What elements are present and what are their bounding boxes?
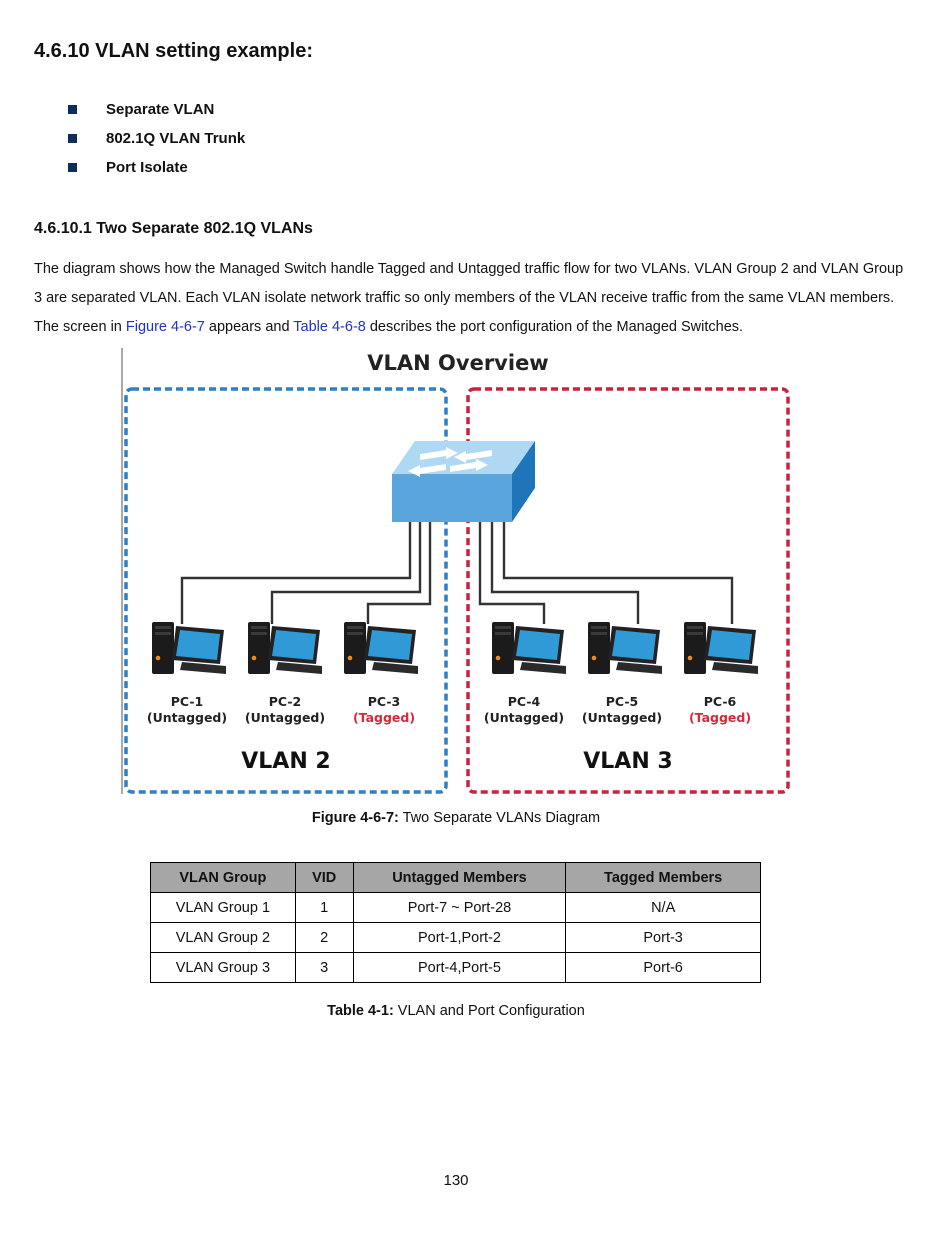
table-caption-text: VLAN and Port Configuration <box>393 1003 585 1019</box>
pc-icon <box>344 622 418 674</box>
section-title: 4.6.10 VLAN setting example: <box>34 40 313 62</box>
column-header: VID <box>294 862 354 893</box>
bullet-label: 802.1Q VLAN Trunk <box>106 130 246 147</box>
table-cell: VLAN Group 3 <box>150 952 296 983</box>
bullet-list: Separate VLAN 802.1Q VLAN Trunk Port Iso… <box>68 95 245 182</box>
square-bullet-icon <box>68 163 77 172</box>
switch-icon <box>392 441 535 522</box>
figure-caption-label: Figure 4-6-7: <box>311 810 399 826</box>
table-cell: Port-7 ~ Port-28 <box>352 892 567 923</box>
pc-icon <box>684 622 758 674</box>
pc-name: PC-6 <box>704 694 737 709</box>
square-bullet-icon <box>68 134 77 143</box>
table-cell: VLAN Group 1 <box>150 892 296 923</box>
vlan3-boundary <box>466 387 790 794</box>
pc-mode: (Tagged) <box>689 710 751 725</box>
pc-mode: (Untagged) <box>245 710 325 725</box>
vlan2-boundary <box>124 387 448 794</box>
pc-name: PC-2 <box>269 694 302 709</box>
pc-mode: (Untagged) <box>484 710 564 725</box>
table-header-row: VLAN Group VID Untagged Members Tagged M… <box>150 862 761 893</box>
table-caption: Table 4-1: VLAN and Port Configuration <box>0 1003 912 1019</box>
pc-mode: (Untagged) <box>147 710 227 725</box>
table-caption-label: Table 4-1: <box>327 1003 394 1019</box>
table-cell: Port-1,Port-2 <box>352 922 567 953</box>
pc-icon <box>492 622 566 674</box>
table-row: VLAN Group 3 3 Port-4,Port-5 Port-6 <box>150 952 761 983</box>
figure-caption-text: Two Separate VLANs Diagram <box>398 810 601 826</box>
vlan3-label: VLAN 3 <box>583 749 672 774</box>
paragraph-text: appears and <box>204 319 294 335</box>
bullet-item: 802.1Q VLAN Trunk <box>68 124 245 153</box>
bullet-item: Separate VLAN <box>68 95 245 124</box>
table-row: VLAN Group 1 1 Port-7 ~ Port-28 N/A <box>150 892 761 923</box>
table-cell: Port-6 <box>565 952 761 983</box>
paragraph-text: describes the port configuration of the … <box>365 319 744 335</box>
pc-mode: (Untagged) <box>582 710 662 725</box>
network-cables <box>180 522 734 624</box>
pc-name: PC-4 <box>508 694 541 709</box>
subsection-title: 4.6.10.1 Two Separate 802.1Q VLANs <box>34 220 313 237</box>
diagram-title: VLAN Overview <box>367 351 548 375</box>
figure-caption: Figure 4-6-7: Two Separate VLANs Diagram <box>0 810 912 826</box>
vlan2-label: VLAN 2 <box>241 749 330 774</box>
column-header: Tagged Members <box>565 862 761 893</box>
pc-name: PC-1 <box>171 694 204 709</box>
table-row: VLAN Group 2 2 Port-1,Port-2 Port-3 <box>150 922 761 953</box>
pc-name: PC-3 <box>368 694 401 709</box>
vlan-config-table: VLAN Group VID Untagged Members Tagged M… <box>150 862 761 983</box>
table-link[interactable]: Table 4-6-8 <box>293 319 366 335</box>
pc-mode: (Tagged) <box>353 710 415 725</box>
pc-icon <box>248 622 322 674</box>
table-cell: Port-4,Port-5 <box>352 952 567 983</box>
square-bullet-icon <box>68 105 77 114</box>
paragraph-text: The diagram shows how the Managed Switch… <box>34 261 904 335</box>
table-cell: 2 <box>294 922 354 953</box>
bullet-label: Separate VLAN <box>106 101 215 118</box>
vlan-overview-diagram: VLAN Overview PC-1 (Untagged) PC-2 (Unta… <box>121 348 790 794</box>
column-header: VLAN Group <box>150 862 296 893</box>
pc-icon <box>588 622 662 674</box>
table-cell: 3 <box>294 952 354 983</box>
table-cell: 1 <box>294 892 354 923</box>
bullet-item: Port Isolate <box>68 153 245 182</box>
page-number: 130 <box>443 1172 469 1189</box>
table-cell: N/A <box>565 892 761 923</box>
pc-name: PC-5 <box>606 694 639 709</box>
body-paragraph: The diagram shows how the Managed Switch… <box>34 255 914 342</box>
table-cell: VLAN Group 2 <box>150 922 296 953</box>
figure-link[interactable]: Figure 4-6-7 <box>125 319 205 335</box>
bullet-label: Port Isolate <box>106 159 188 176</box>
pc-icon <box>152 622 226 674</box>
table-cell: Port-3 <box>565 922 761 953</box>
column-header: Untagged Members <box>352 862 567 893</box>
